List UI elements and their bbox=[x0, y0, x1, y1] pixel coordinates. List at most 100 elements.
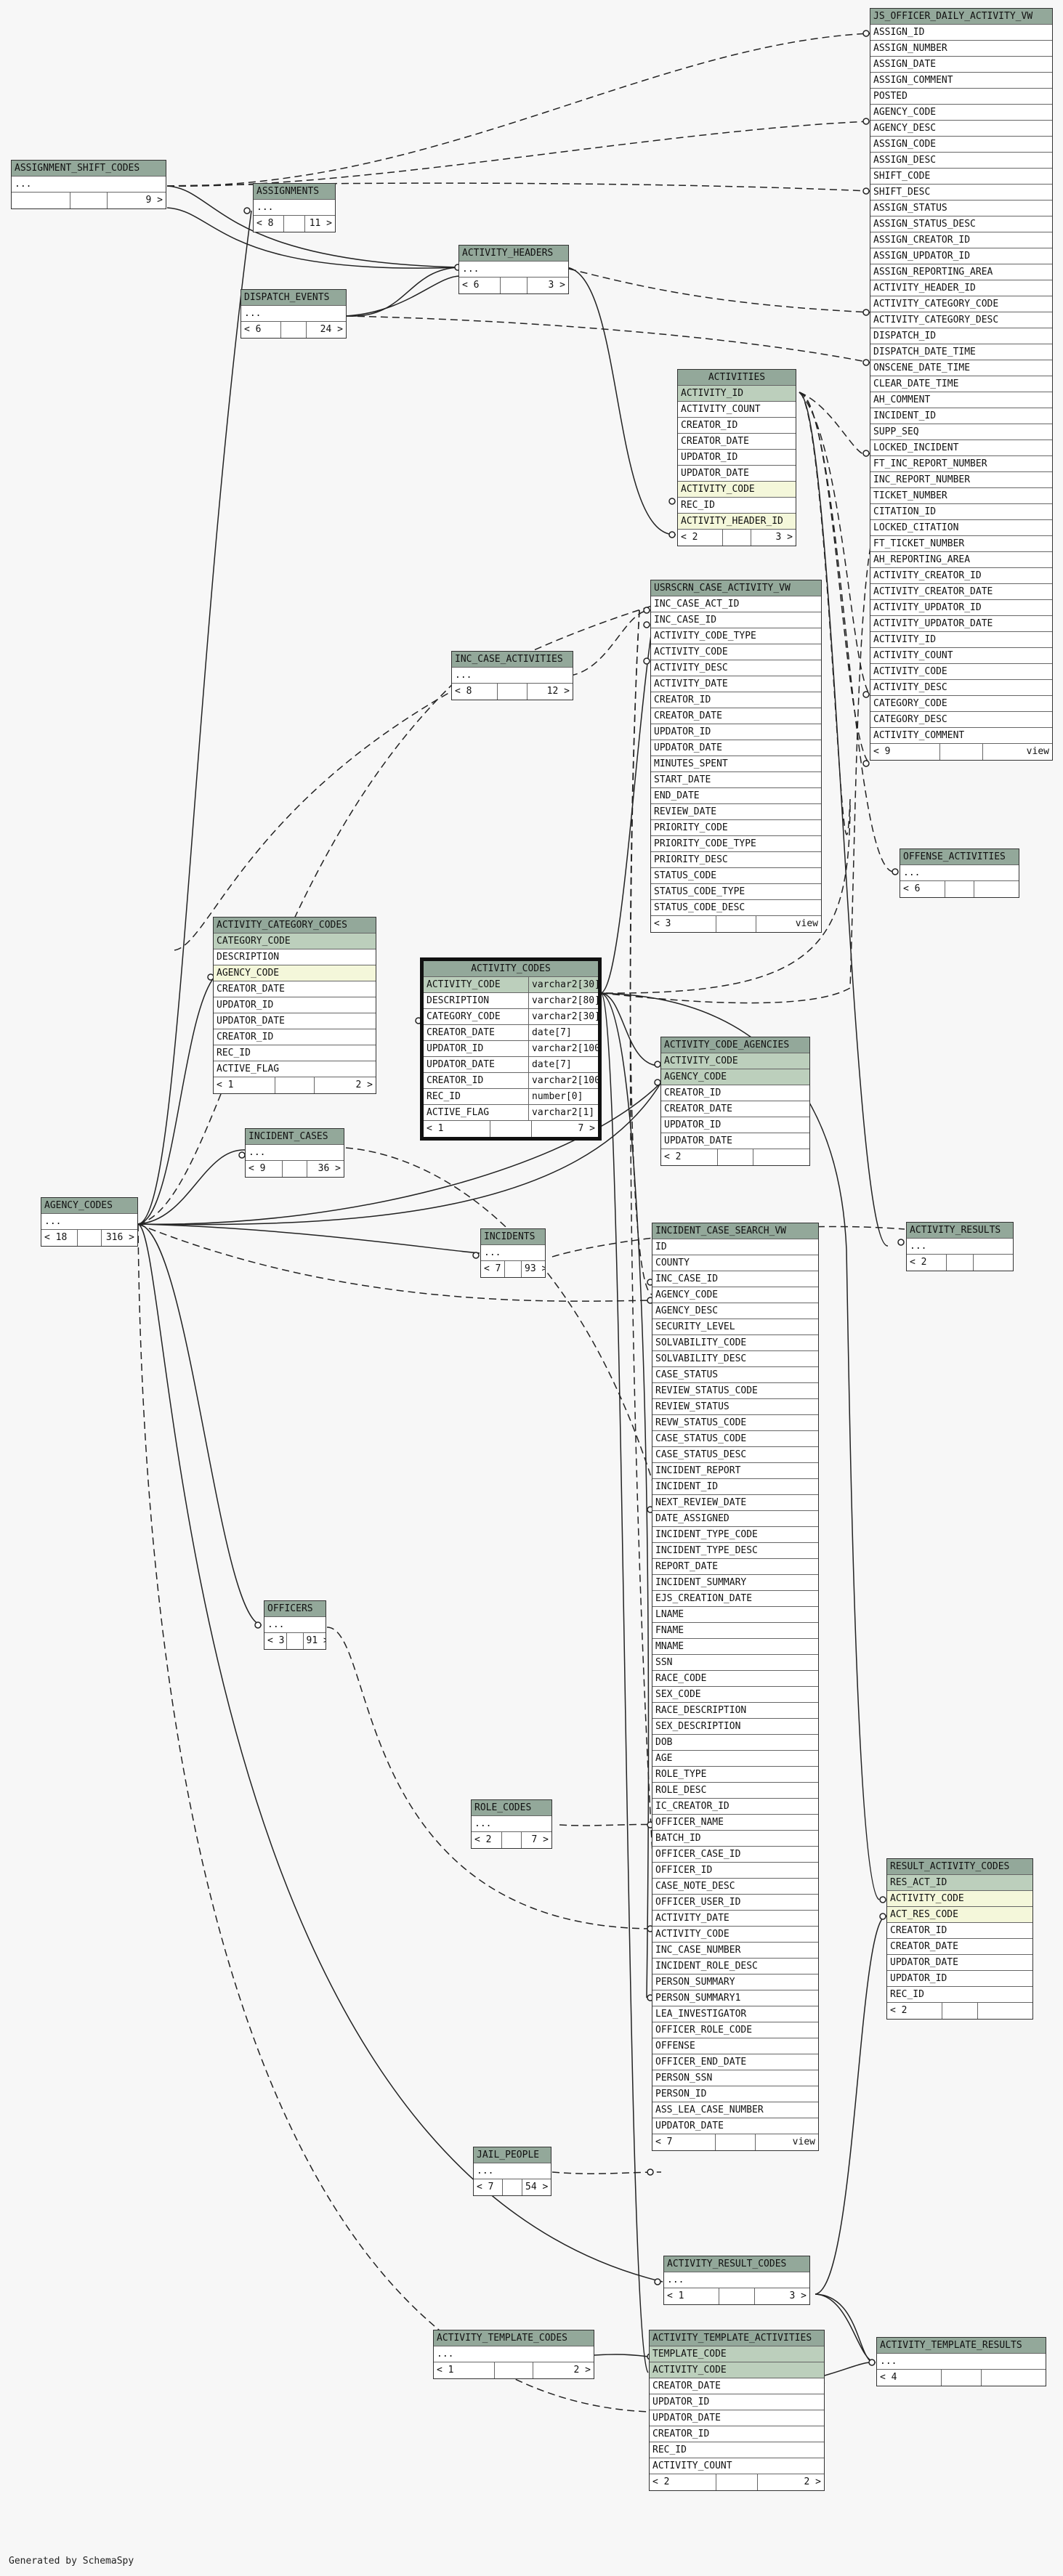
column: CREATOR_DATE bbox=[661, 1101, 809, 1117]
table-header: ACTIVITY_TEMPLATE_RESULTS bbox=[877, 2338, 1046, 2354]
table-activity-code-agencies[interactable]: ACTIVITY_CODE_AGENCIES ACTIVITY_CODE AGE… bbox=[660, 1037, 810, 1166]
column: ROLE_DESC bbox=[652, 1783, 818, 1799]
column: ASSIGN_DESC bbox=[870, 153, 1052, 169]
table-header: ASSIGNMENTS bbox=[254, 184, 335, 200]
column: CREATOR_DATE bbox=[650, 2378, 824, 2394]
column: UPDATOR_ID bbox=[650, 2394, 824, 2410]
table-activities[interactable]: ACTIVITIES ACTIVITY_ID ACTIVITY_COUNT CR… bbox=[677, 369, 796, 546]
table-activity-results[interactable]: ACTIVITY_RESULTS ... < 2 bbox=[906, 1222, 1014, 1271]
column: COUNTY bbox=[652, 1255, 818, 1271]
table-activity-template-activities[interactable]: ACTIVITY_TEMPLATE_ACTIVITIES TEMPLATE_CO… bbox=[649, 2330, 825, 2491]
table-header: ROLE_CODES bbox=[472, 1800, 551, 1816]
column: REPORT_DATE bbox=[652, 1559, 818, 1575]
column: REC_ID bbox=[887, 1987, 1032, 2003]
column-ellipsis: ... bbox=[12, 177, 166, 193]
primary-key-column: ACTIVITY_ID bbox=[678, 386, 796, 402]
table-assignment-shift-codes[interactable]: ASSIGNMENT_SHIFT_CODES ... 9 > bbox=[11, 160, 166, 209]
table-header: ACTIVITY_RESULT_CODES bbox=[664, 2256, 809, 2272]
column: AH_REPORTING_AREA bbox=[870, 552, 1052, 568]
table-header: ACTIVITY_CODES bbox=[424, 961, 598, 977]
column: ACTIVITY_HEADER_ID bbox=[870, 280, 1052, 296]
column-ellipsis: ... bbox=[434, 2346, 594, 2362]
column: CREATOR_ID bbox=[650, 2426, 824, 2442]
column: LOCKED_INCIDENT bbox=[870, 440, 1052, 456]
column: AGE bbox=[652, 1751, 818, 1767]
column: ACTIVITY_DESC bbox=[870, 680, 1052, 696]
table-header: OFFICERS bbox=[264, 1601, 326, 1617]
column: INCIDENT_ID bbox=[870, 408, 1052, 424]
column: SHIFT_DESC bbox=[870, 185, 1052, 201]
table-result-activity-codes[interactable]: RESULT_ACTIVITY_CODES RES_ACT_ID ACTIVIT… bbox=[886, 1858, 1033, 2020]
table-header: INCIDENTS bbox=[481, 1229, 545, 1245]
column: INC_CASE_ID bbox=[651, 612, 821, 628]
column: UPDATOR_DATE bbox=[650, 2410, 824, 2426]
column: ACTIVITY_DATE bbox=[651, 676, 821, 692]
column: FT_TICKET_NUMBER bbox=[870, 536, 1052, 552]
column: EJS_CREATION_DATE bbox=[652, 1591, 818, 1607]
column: ACTIVITY_COUNT bbox=[870, 648, 1052, 664]
column: SUPP_SEQ bbox=[870, 424, 1052, 440]
table-footer: < 391 > bbox=[264, 1633, 326, 1649]
column: UPDATOR_DATE bbox=[651, 740, 821, 756]
foreign-key-column: AGENCY_CODE bbox=[214, 965, 376, 981]
column: DESCRIPTION bbox=[214, 949, 376, 965]
primary-key-column: TEMPLATE_CODE bbox=[650, 2346, 824, 2362]
table-activity-template-results[interactable]: ACTIVITY_TEMPLATE_RESULTS ... < 4 bbox=[876, 2337, 1046, 2386]
column: ASSIGN_ID bbox=[870, 25, 1052, 41]
column: INCIDENT_REPORT bbox=[652, 1463, 818, 1479]
foreign-key-column: ACTIVITY_CODE bbox=[678, 482, 796, 498]
table-activity-category-codes[interactable]: ACTIVITY_CATEGORY_CODES CATEGORY_CODE DE… bbox=[213, 917, 376, 1094]
column: CITATION_ID bbox=[870, 504, 1052, 520]
column: RACE_DESCRIPTION bbox=[652, 1703, 818, 1719]
table-header: ACTIVITY_TEMPLATE_CODES bbox=[434, 2330, 594, 2346]
column: LOCKED_CITATION bbox=[870, 520, 1052, 536]
table-offense-activities[interactable]: OFFENSE_ACTIVITIES ... < 6 bbox=[900, 848, 1019, 898]
column: UPDATOR_DATE bbox=[661, 1133, 809, 1149]
column: DATE_ASSIGNED bbox=[652, 1511, 818, 1527]
column: INC_CASE_ACT_ID bbox=[651, 596, 821, 612]
column-ellipsis: ... bbox=[472, 1816, 551, 1832]
column: UPDATOR_DATE bbox=[887, 1955, 1032, 1971]
column: ACTIVITY_CATEGORY_CODE bbox=[870, 296, 1052, 312]
column: REVIEW_DATE bbox=[651, 804, 821, 820]
column: SHIFT_CODE bbox=[870, 169, 1052, 185]
table-header: USRSCRN_CASE_ACTIVITY_VW bbox=[651, 580, 821, 596]
column: ACTIVITY_CREATOR_DATE bbox=[870, 584, 1052, 600]
table-header: RESULT_ACTIVITY_CODES bbox=[887, 1859, 1032, 1875]
column: SOLVABILITY_CODE bbox=[652, 1335, 818, 1351]
column: LNAME bbox=[652, 1607, 818, 1623]
column: OFFICER_END_DATE bbox=[652, 2054, 818, 2070]
table-header: ACTIVITY_HEADERS bbox=[459, 246, 568, 262]
table-officers[interactable]: OFFICERS ... < 391 > bbox=[264, 1600, 326, 1650]
